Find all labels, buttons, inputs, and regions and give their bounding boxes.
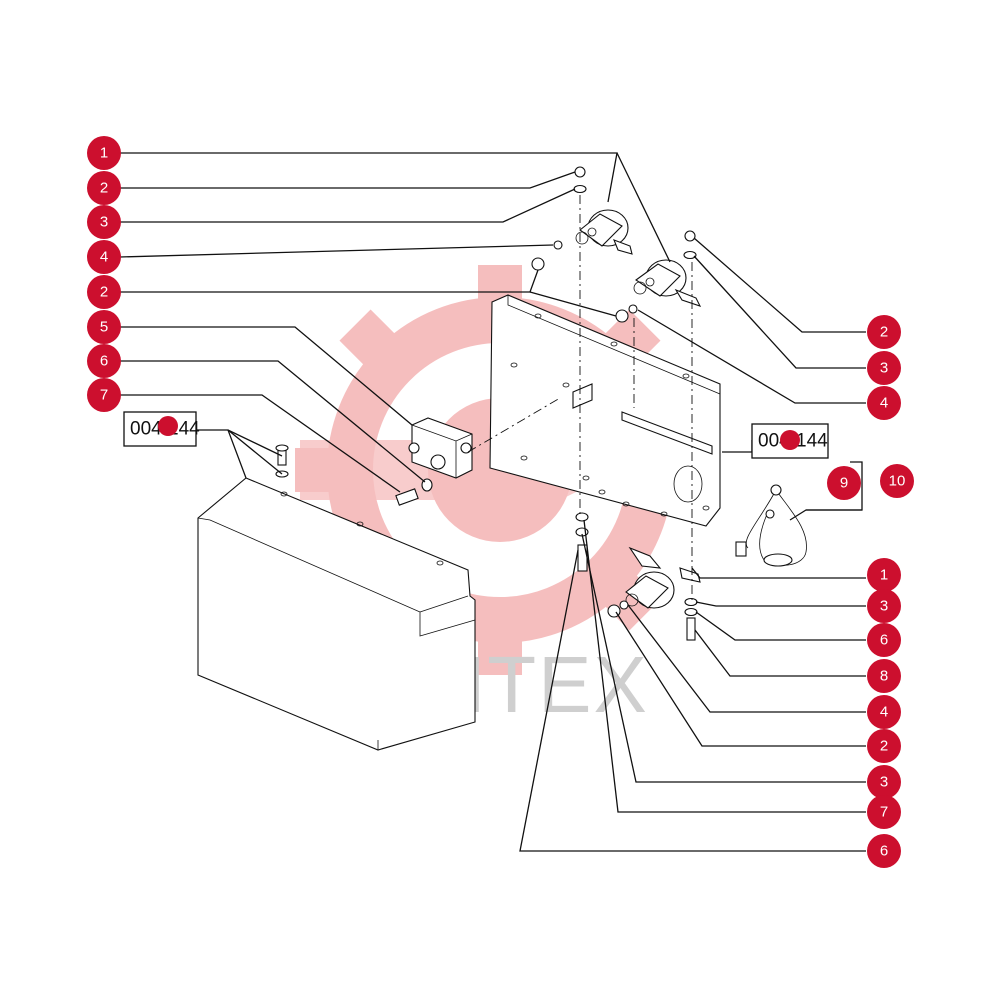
svg-text:3: 3 [880, 360, 888, 377]
callout[interactable]: 9 [827, 466, 861, 500]
svg-text:3: 3 [880, 598, 888, 615]
callout[interactable]: 6 [867, 834, 901, 868]
svg-text:2: 2 [880, 738, 888, 755]
callout[interactable]: 2 [867, 315, 901, 349]
svg-text:9: 9 [840, 475, 848, 492]
relay-module [408, 417, 473, 479]
callout[interactable]: 3 [867, 589, 901, 623]
svg-text:1: 1 [100, 145, 108, 162]
callout[interactable]: 6 [87, 344, 121, 378]
leader-lines [119, 152, 866, 852]
callout[interactable]: 1 [87, 136, 121, 170]
svg-text:2: 2 [100, 284, 108, 301]
reference-marker-right [780, 430, 800, 450]
solenoid-top-a [575, 209, 633, 255]
callout[interactable]: 3 [87, 205, 121, 239]
svg-text:8: 8 [880, 668, 888, 685]
callout[interactable]: 7 [87, 378, 121, 412]
svg-text:7: 7 [880, 804, 888, 821]
callout[interactable]: 10 [880, 464, 914, 498]
svg-text:6: 6 [880, 843, 888, 860]
callout[interactable]: 5 [87, 310, 121, 344]
solenoid-bottom [625, 546, 701, 609]
callout[interactable]: 3 [867, 765, 901, 799]
callout[interactable]: 2 [87, 275, 121, 309]
svg-text:6: 6 [100, 353, 108, 370]
callout[interactable]: 4 [867, 386, 901, 420]
callout[interactable]: 7 [867, 795, 901, 829]
callout[interactable]: 6 [867, 623, 901, 657]
svg-text:10: 10 [889, 473, 906, 490]
svg-text:1: 1 [880, 567, 888, 584]
callout[interactable]: 4 [867, 695, 901, 729]
callout[interactable]: 2 [867, 729, 901, 763]
mounting-plate [489, 294, 721, 527]
svg-text:7: 7 [100, 387, 108, 404]
callout[interactable]: 4 [87, 240, 121, 274]
svg-text:4: 4 [880, 704, 888, 721]
svg-text:6: 6 [880, 632, 888, 649]
svg-text:2: 2 [880, 324, 888, 341]
cable-assembly [735, 484, 807, 567]
svg-text:5: 5 [100, 319, 108, 336]
cover-box [197, 477, 476, 751]
svg-text:4: 4 [100, 249, 108, 266]
svg-text:3: 3 [100, 214, 108, 231]
callout[interactable]: 8 [867, 659, 901, 693]
fasteners [275, 166, 698, 641]
svg-text:4: 4 [880, 395, 888, 412]
callout[interactable]: 1 [867, 558, 901, 592]
reference-marker-left [158, 416, 178, 436]
callout[interactable]: 3 [867, 351, 901, 385]
assembly-axes [467, 195, 693, 600]
callout[interactable]: 2 [87, 171, 121, 205]
solenoid-top-b [633, 259, 702, 307]
svg-text:3: 3 [880, 774, 888, 791]
svg-text:2: 2 [100, 180, 108, 197]
